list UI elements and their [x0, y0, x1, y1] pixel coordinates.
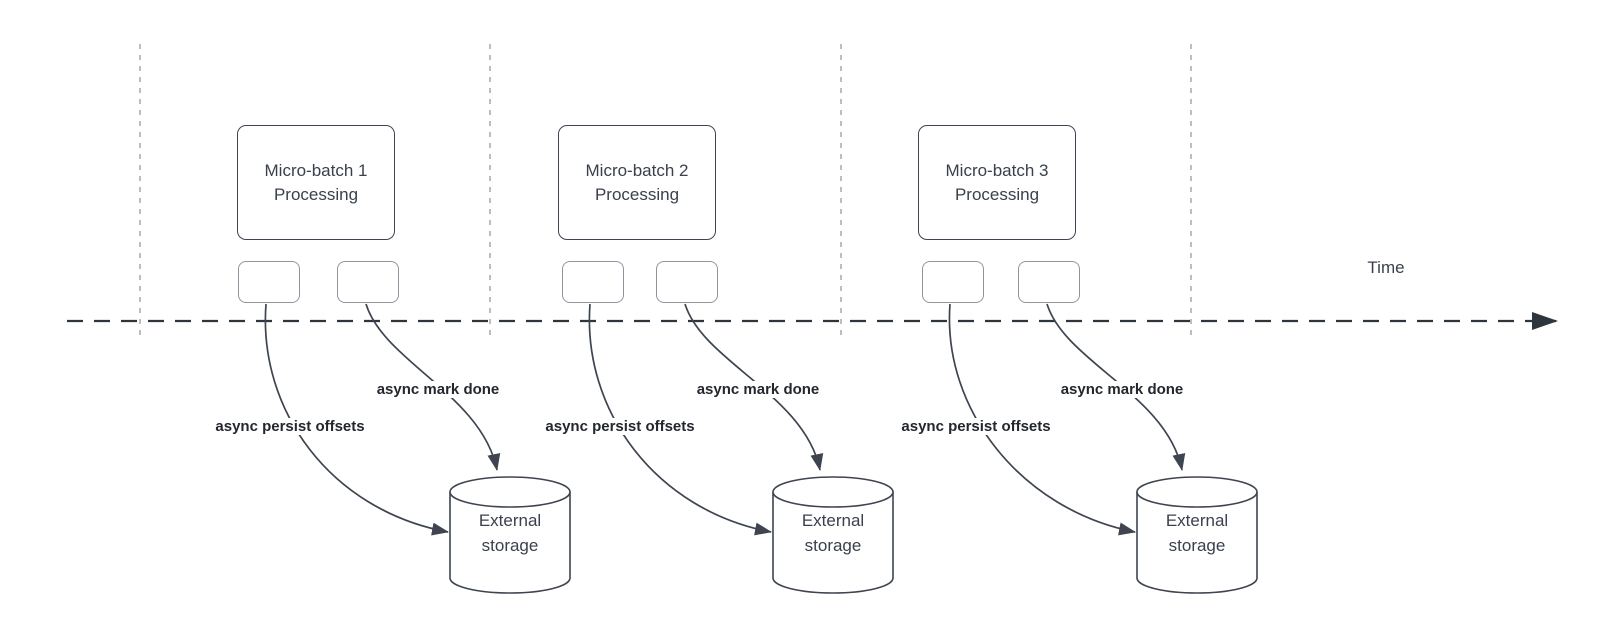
storage-label-1: External storage — [478, 511, 542, 555]
micro-batch-2-box: Micro-batch 2 Processing — [558, 125, 716, 240]
task-box-2-right — [656, 261, 718, 303]
mark-done-label-1: async mark done — [373, 381, 503, 398]
persist-offsets-arrow-2 — [588, 303, 772, 536]
mark-done-label-2: async mark done — [693, 381, 823, 398]
persist-offsets-arrow-1 — [264, 303, 449, 536]
storage-cylinder-1 — [449, 476, 571, 594]
task-box-3-left — [922, 261, 984, 303]
storage-cylinder-3 — [1136, 476, 1258, 594]
mark-done-arrow-3 — [1046, 303, 1186, 471]
storage-cylinder-2 — [772, 476, 894, 594]
mark-done-arrow-2 — [684, 303, 824, 471]
time-label: Time — [1367, 258, 1405, 277]
micro-batch-3-box: Micro-batch 3 Processing — [918, 125, 1076, 240]
storage-label-3: External storage — [1165, 511, 1229, 555]
mark-done-arrow-1 — [365, 303, 501, 471]
mark-done-label-3: async mark done — [1057, 381, 1187, 398]
task-box-2-left — [562, 261, 624, 303]
persist-offsets-label-2: async persist offsets — [542, 418, 698, 435]
persist-offsets-label-1: async persist offsets — [212, 418, 368, 435]
task-box-1-left — [238, 261, 300, 303]
persist-offsets-arrow-3 — [948, 303, 1136, 536]
task-box-1-right — [337, 261, 399, 303]
task-box-3-right — [1018, 261, 1080, 303]
micro-batch-1-box: Micro-batch 1 Processing — [237, 125, 395, 240]
storage-label-2: External storage — [801, 511, 865, 555]
persist-offsets-label-3: async persist offsets — [898, 418, 1054, 435]
